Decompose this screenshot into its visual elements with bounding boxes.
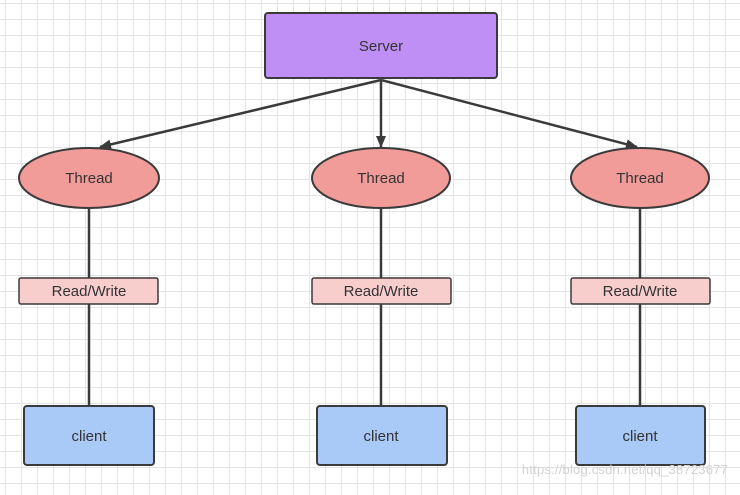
thread-node-1: Thread	[18, 147, 160, 209]
read-write-node-2: Read/Write	[311, 277, 452, 305]
server-label: Server	[359, 38, 403, 55]
client-label: client	[71, 428, 107, 445]
client-node-1: client	[23, 405, 155, 466]
arrow-server-thread-1	[99, 78, 382, 150]
thread-label: Thread	[357, 170, 405, 187]
client-node-2: client	[316, 405, 448, 466]
server-node: Server	[264, 12, 498, 79]
read-write-node-3: Read/Write	[570, 277, 711, 305]
read-write-label: Read/Write	[603, 283, 678, 300]
arrow-server-thread-3	[380, 78, 638, 150]
thread-label: Thread	[616, 170, 664, 187]
read-write-label: Read/Write	[344, 283, 419, 300]
read-write-label: Read/Write	[52, 283, 127, 300]
thread-label: Thread	[65, 170, 113, 187]
thread-node-3: Thread	[570, 147, 710, 209]
client-label: client	[363, 428, 399, 445]
client-label: client	[622, 428, 658, 445]
read-write-node-1: Read/Write	[18, 277, 159, 305]
watermark-text: https://blog.csdn.net/qq_38723677	[521, 462, 728, 477]
client-node-3: client	[575, 405, 706, 466]
thread-node-2: Thread	[311, 147, 451, 209]
